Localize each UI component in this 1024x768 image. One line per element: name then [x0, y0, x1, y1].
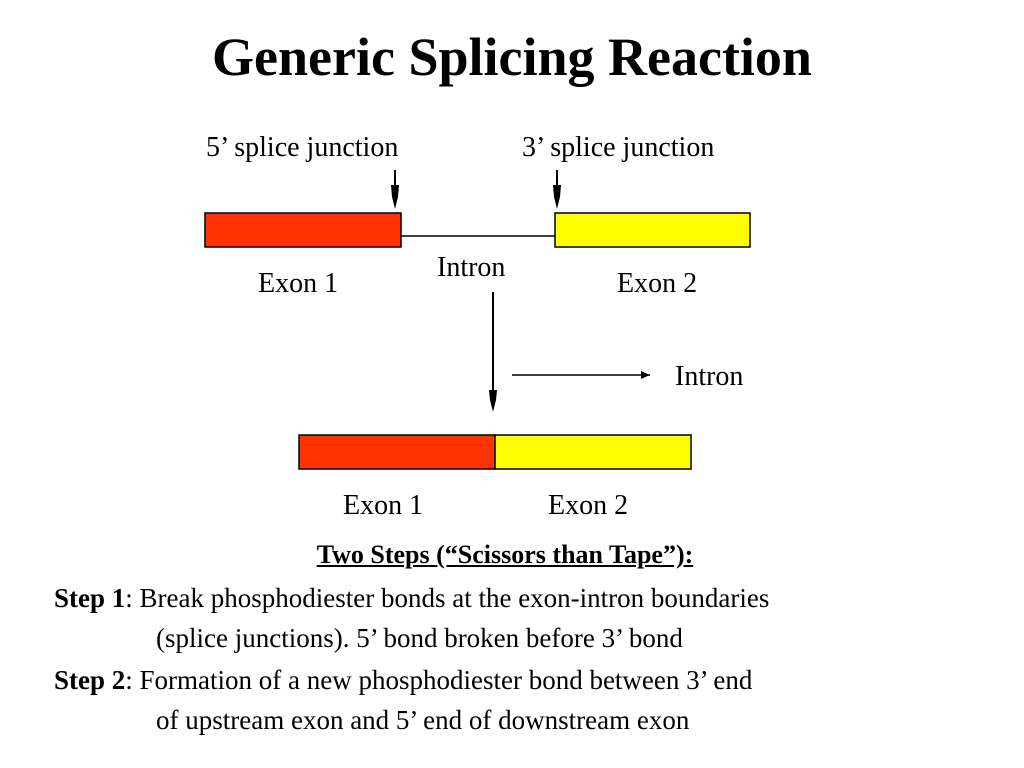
step1-label: Step 1 [54, 583, 126, 613]
step1-line1: Step 1: Break phosphodiester bonds at th… [54, 585, 769, 612]
step2-label: Step 2 [54, 665, 126, 695]
three-prime-junction-label: 3’ splice junction [522, 132, 715, 163]
reaction-arrow [489, 292, 497, 412]
exon2-box [554, 212, 751, 248]
spliced-exon1-label: Exon 1 [343, 490, 424, 521]
spliced-exon1-box [298, 434, 496, 470]
step1-text: : Break phosphodiester bonds at the exon… [125, 583, 770, 613]
slide-title: Generic Splicing Reaction [212, 27, 812, 87]
exon1-box [204, 212, 402, 248]
step2-line1: Step 2: Formation of a new phosphodieste… [54, 667, 752, 694]
released-intron-label: Intron [675, 361, 744, 392]
exon1-label: Exon 1 [258, 268, 339, 299]
step1-line2: (splice junctions). 5’ bond broken befor… [156, 623, 683, 653]
steps-heading: Two Steps (“Scissors than Tape”): [316, 540, 694, 569]
step2-line2: of upstream exon and 5’ end of downstrea… [156, 705, 690, 735]
five-prime-junction-label: 5’ splice junction [206, 132, 399, 163]
spliced-exon2-label: Exon 2 [548, 490, 629, 521]
spliced-exon2-box [494, 434, 692, 470]
intron-label: Intron [437, 252, 506, 283]
three-prime-junction-arrow [553, 170, 561, 209]
step2-text: : Formation of a new phosphodiester bond… [125, 665, 753, 695]
exon2-label: Exon 2 [617, 268, 698, 299]
five-prime-junction-arrow [391, 170, 399, 209]
